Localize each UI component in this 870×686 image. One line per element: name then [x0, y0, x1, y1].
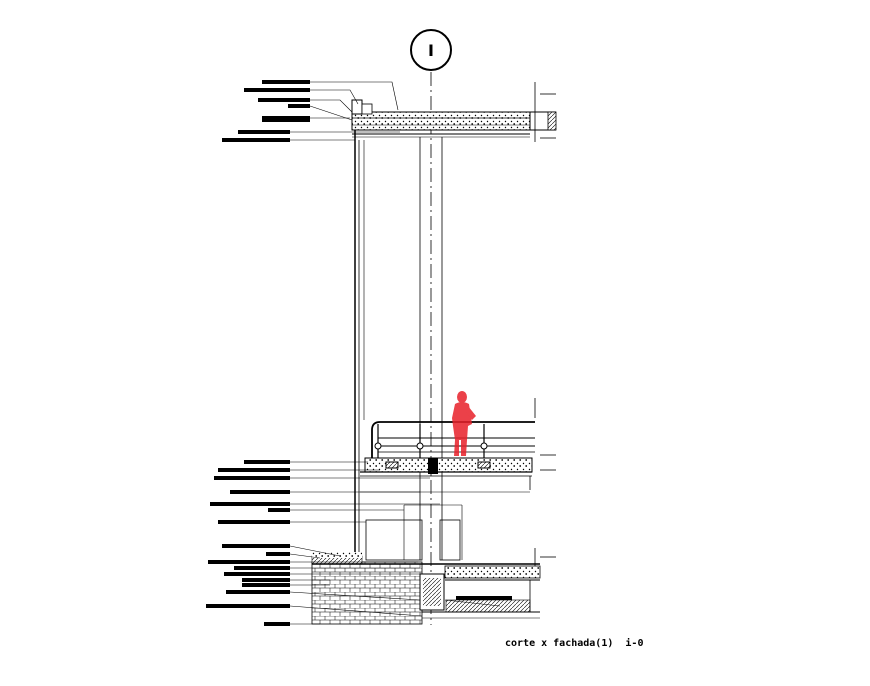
- lower-structure: [360, 491, 530, 561]
- level-markers: [534, 82, 556, 568]
- leader-labels-top: [222, 80, 400, 142]
- circle-axis-icon: [410, 29, 452, 71]
- facade-column: [354, 130, 443, 565]
- axis-tag: I: [428, 41, 434, 60]
- railing: [371, 421, 535, 469]
- balcony: [360, 421, 535, 490]
- roof-slab: [351, 99, 557, 138]
- drawing-caption: corte x fachada(1) i-0: [505, 637, 643, 649]
- foundation: [311, 552, 541, 625]
- leader-labels-bottom: [206, 460, 501, 626]
- person-silhouette-icon: [452, 391, 476, 456]
- axis-marker: I: [410, 29, 452, 71]
